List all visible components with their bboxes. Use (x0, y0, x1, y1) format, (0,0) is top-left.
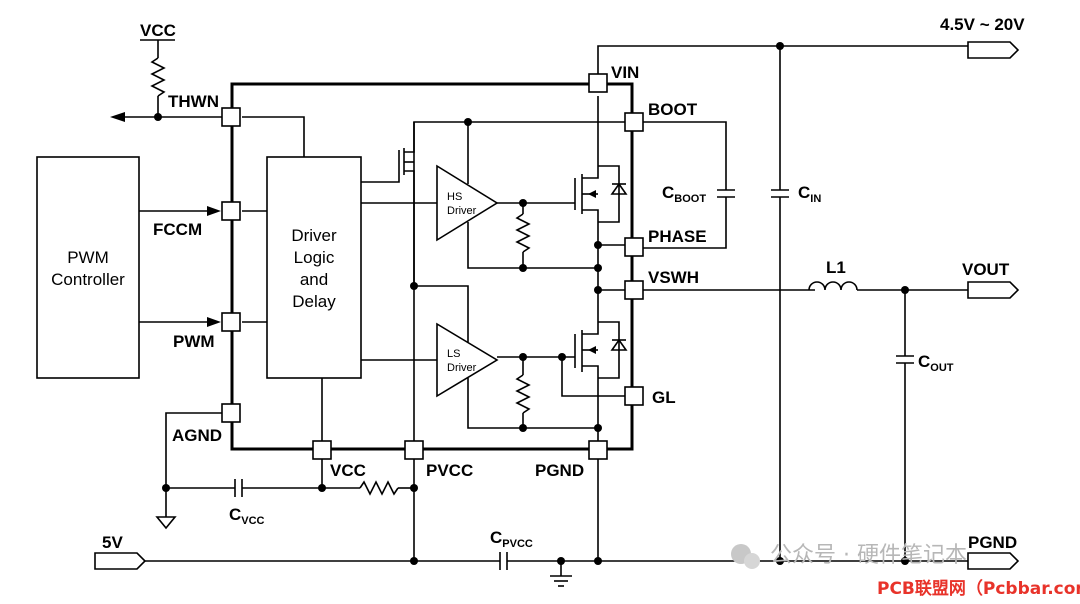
pgnd-ground-icon (550, 561, 572, 587)
cboot-label: CBOOT (662, 183, 706, 205)
hs-driver-triangle (436, 164, 499, 242)
agnd-pin (221, 403, 241, 423)
pgnd-out-label: PGND (968, 533, 1017, 552)
hs-gate-resistor (515, 213, 531, 253)
driver-logic-block (266, 156, 362, 379)
input-range-label: 4.5V ~ 20V (940, 15, 1025, 34)
watermark-text: 公众号 · 硬件笔记本 (770, 543, 967, 568)
fccm-arrow-icon (207, 206, 221, 216)
input-port-icon (967, 41, 1020, 59)
boot-pin (624, 112, 644, 132)
vswh-pin (624, 280, 644, 300)
vcc-pullup-label: VCC (140, 21, 176, 40)
l1-inductor-icon (808, 281, 858, 291)
cpvcc-label: CPVCC (490, 528, 533, 550)
thwn-arrow-icon (110, 112, 125, 122)
ls-mosfet-icon (574, 305, 628, 443)
pvcc-pin-label: PVCC (426, 461, 473, 480)
cout-label: COUT (918, 352, 954, 374)
five-volt-port-icon (94, 552, 147, 570)
driver-logic-label-1: Driver (291, 226, 337, 245)
fccm-pin (221, 201, 241, 221)
pwm-arrow-icon (207, 317, 221, 327)
driver-logic-label-4: Delay (292, 292, 336, 311)
ls-driver-label-1: LS (447, 348, 460, 360)
agnd-wire (165, 412, 222, 517)
thwn-pin (221, 107, 241, 127)
agnd-ground-icon (155, 516, 177, 530)
pwm-controller-label-2: Controller (51, 270, 125, 289)
watermark-brand: PCB联盟网（Pcbbar.com） (877, 578, 1080, 599)
cvcc-label: CVCC (229, 505, 265, 527)
vout-port-icon (967, 281, 1020, 299)
vin-rail (597, 45, 968, 74)
thwn-pullup-resistor (150, 57, 166, 97)
pwm-pin (221, 312, 241, 332)
hs-driver-label-2: Driver (447, 205, 477, 217)
gl-pin-label: GL (652, 388, 676, 407)
agnd-label: AGND (172, 426, 222, 445)
l1-label: L1 (826, 258, 846, 277)
pwm-pin-label: PWM (173, 332, 215, 351)
pvcc-pin (404, 440, 424, 460)
ls-driver-triangle (436, 322, 499, 398)
vcc-pin-label: VCC (330, 461, 366, 480)
ls-gate-resistor (515, 374, 531, 414)
vcc-pvcc-resistor (359, 480, 399, 496)
pgnd-pin (588, 440, 608, 460)
driver-logic-label-2: Logic (294, 248, 335, 267)
five-volt-label: 5V (102, 533, 123, 552)
vin-pin (588, 73, 608, 93)
vin-pin-label: VIN (611, 63, 639, 82)
ls-driver-label-2: Driver (447, 362, 477, 374)
hs-driver-label-1: HS (447, 191, 462, 203)
boot-pin-label: BOOT (648, 100, 698, 119)
ic-package-outline (230, 82, 634, 451)
pgnd-pin-label: PGND (535, 461, 584, 480)
pwm-controller-label-1: PWM (67, 248, 109, 267)
phase-pin (624, 237, 644, 257)
pwm-controller-block (36, 156, 140, 379)
thwn-label: THWN (168, 92, 219, 111)
pgnd-port-icon (967, 552, 1020, 570)
watermark: 公众号 · 硬件笔记本 PCB联盟网（Pcbbar.com） (731, 543, 1080, 599)
gl-pin (624, 386, 644, 406)
vout-label: VOUT (962, 260, 1010, 279)
vcc-pin (312, 440, 332, 460)
vswh-pin-label: VSWH (648, 268, 699, 287)
cin-label: CIN (798, 183, 821, 205)
driver-logic-label-3: and (300, 270, 328, 289)
phase-pin-label: PHASE (648, 227, 707, 246)
fccm-label: FCCM (153, 220, 202, 239)
